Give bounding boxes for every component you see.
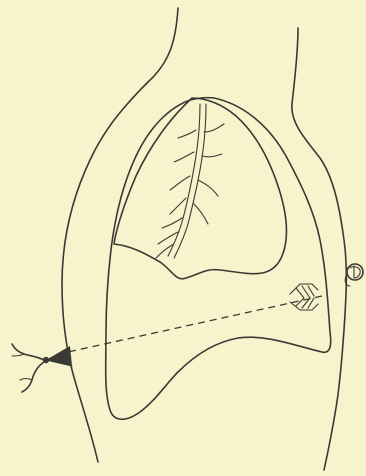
body-outline-right xyxy=(292,28,346,470)
arrow-fletching xyxy=(290,284,318,310)
exit-arrowhead-icon xyxy=(12,344,72,392)
chest-cavity xyxy=(106,98,331,420)
lung xyxy=(114,98,287,279)
entry-wound-icon xyxy=(345,264,363,286)
body-outline-left xyxy=(62,8,178,462)
